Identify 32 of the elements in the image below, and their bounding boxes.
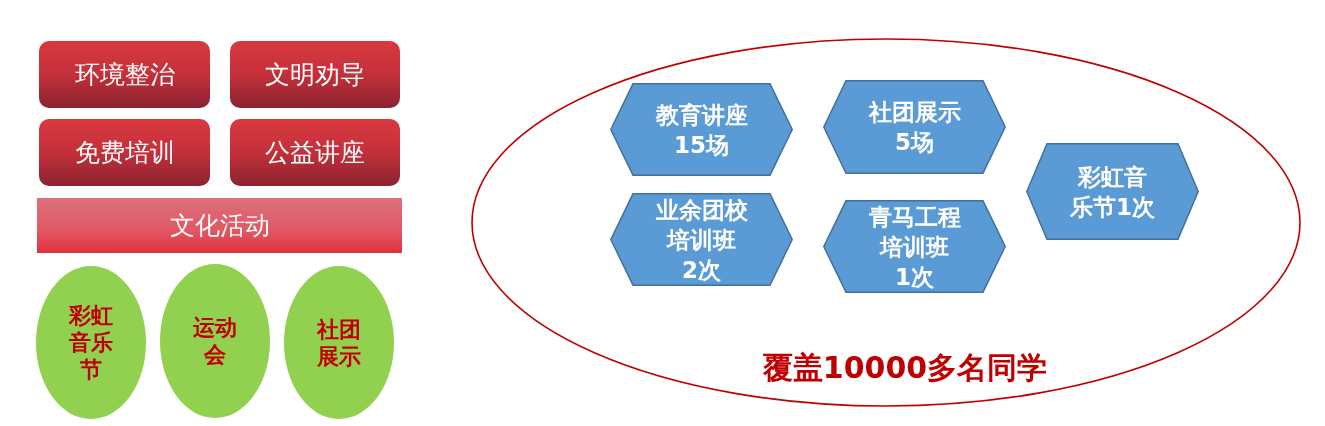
- activity-box: [39, 119, 210, 186]
- activity-count: 15场: [674, 130, 729, 160]
- activity-box: [39, 41, 210, 108]
- coverage-note: 覆盖10000多名同学: [762, 350, 1048, 386]
- band-title: 文化活动: [169, 210, 270, 241]
- activity-label: 免费培训: [74, 137, 175, 168]
- event-label: 运动会: [193, 314, 237, 368]
- activity-name: 彩虹音乐节1次: [1069, 162, 1156, 222]
- activity-hexagon: [1026, 143, 1199, 240]
- event-label: 彩虹音乐节: [69, 302, 113, 383]
- activity-count: 5场: [895, 128, 934, 157]
- event-ellipse: [284, 266, 394, 419]
- activity-label: 公益讲座: [265, 137, 365, 168]
- activity-hexagon: [610, 83, 793, 176]
- activity-name: 教育讲座: [655, 100, 748, 130]
- event-label: 社团展示: [317, 315, 361, 370]
- activity-label: 环境整治: [74, 59, 175, 90]
- activity-label: 文明劝导: [265, 59, 365, 90]
- coverage-ellipse: [471, 38, 1301, 407]
- event-ellipse: [36, 266, 146, 419]
- activity-name: 业余团校培训班: [654, 195, 749, 255]
- activity-box: [230, 119, 400, 186]
- activity-hexagon: [610, 193, 793, 286]
- activity-name: 青马工程培训班: [867, 202, 962, 262]
- activity-hexagon: [823, 80, 1006, 174]
- event-ellipse: [160, 264, 270, 418]
- category-band: [37, 198, 402, 253]
- activity-hexagon: [823, 200, 1006, 293]
- activity-box: [230, 41, 400, 108]
- activity-count: 2次: [682, 255, 721, 285]
- activity-count: 1次: [895, 262, 934, 292]
- activity-name: 社团展示: [868, 98, 961, 127]
